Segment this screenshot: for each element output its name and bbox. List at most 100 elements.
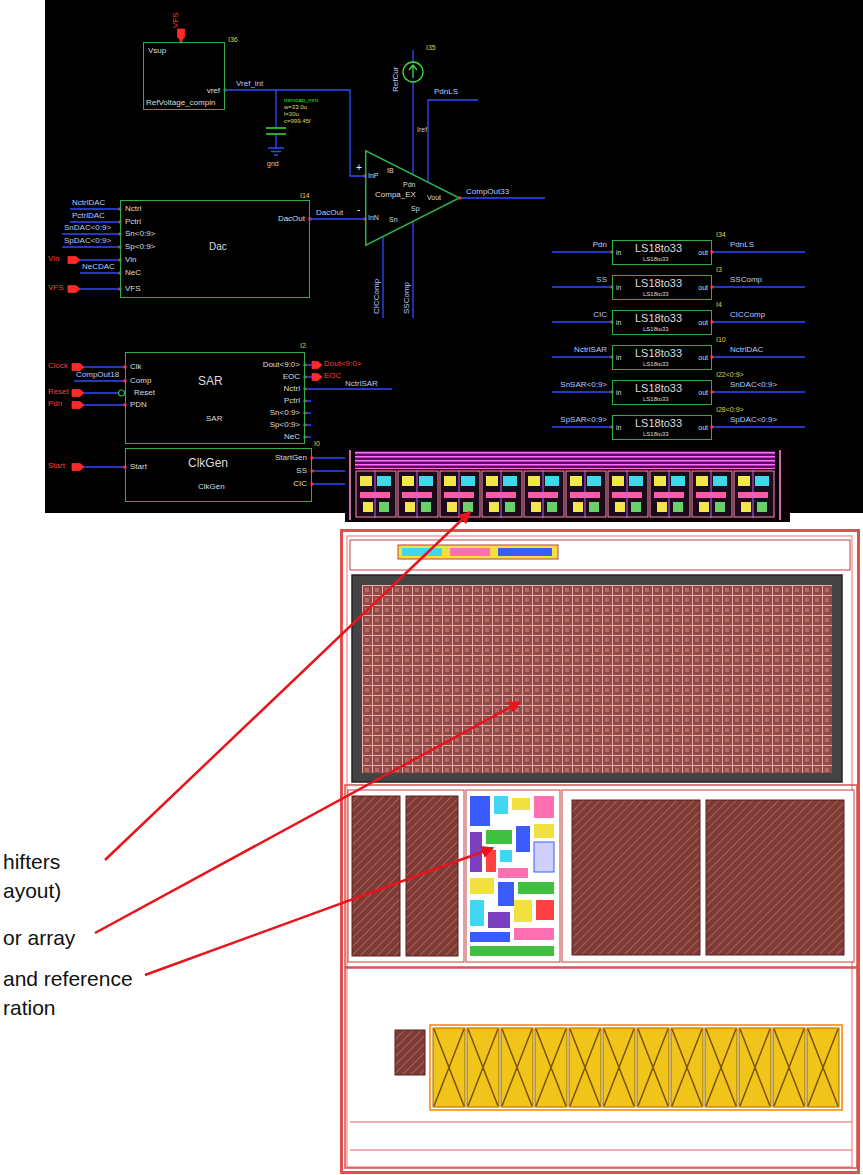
net-label: SnSAR<0:9> [560, 381, 607, 390]
layout-block [572, 800, 700, 955]
pin-symbol [68, 286, 80, 293]
callout-arrow [95, 512, 520, 975]
current-source-symbol [403, 62, 423, 82]
net-label: Vref_int [236, 80, 263, 89]
symbol-text: DacOut [278, 215, 305, 224]
symbol-text: in [616, 284, 621, 292]
cell-name: LS18to33 [635, 417, 682, 429]
net-label: CIC [593, 311, 607, 320]
pin-symbol [68, 257, 80, 264]
net-label: SpDAC<0:9> [64, 237, 111, 246]
callout-arrow [145, 848, 493, 975]
instance-box: NctrlDacOutPctrlSn<0:9>Sp<0:9>DacVinNeCV… [120, 200, 310, 298]
symbol-text: ClkGen [198, 483, 225, 492]
symbol-text: LS18to33 [643, 431, 669, 438]
layout-block [345, 785, 857, 967]
pin-label: Reset [48, 388, 69, 397]
instance-box: inLS18to33LS18to33out [612, 275, 712, 300]
polarity-sign: - [357, 204, 360, 215]
layout-pads [430, 1025, 842, 1110]
symbol-text: Sn<0:9> [270, 409, 300, 418]
symbol-text: Vsup [148, 47, 166, 56]
pin-symbol [72, 390, 84, 397]
layout-pads [345, 968, 857, 1168]
symbol-text: in [616, 249, 621, 257]
net-label: SSComp [730, 276, 762, 285]
pin-symbol [312, 374, 322, 381]
inverter-bubble [119, 390, 125, 396]
layout-comparator-reference [470, 946, 554, 956]
wire [62, 40, 805, 484]
layout-frame [342, 531, 859, 1173]
symbol-text: IB [387, 167, 394, 175]
layout-comparator-reference [512, 798, 530, 810]
layout-comparator-reference [470, 932, 510, 942]
symbol-text: out [698, 319, 708, 327]
symbol-text: Compa_EX [375, 191, 416, 200]
layout-comparator-reference [486, 830, 512, 844]
ground-label: gnd [267, 160, 279, 168]
device-model: mimcap_mm [284, 97, 318, 104]
cell-name: LS18to33 [635, 347, 682, 359]
layout-level-shifters [350, 450, 780, 520]
instance-box: StartClkGenStartGenSSCICClkGen [125, 448, 312, 502]
net-label: NctrlSAR [345, 380, 378, 389]
callout-text: ration [3, 996, 56, 1019]
layout-capacitor-array [352, 575, 842, 782]
net-label: RefCur [392, 67, 401, 92]
instance-name: I14 [300, 192, 310, 200]
wire-connector [225, 90, 365, 176]
layout-comparator-reference [498, 868, 528, 878]
cell-name: LS18to33 [635, 277, 682, 289]
symbol-text: Sp<0:9> [270, 421, 300, 430]
instance-name: I2 [300, 342, 306, 350]
symbol-text: StartGen [275, 454, 307, 463]
inverter-bubble [119, 390, 125, 396]
layout-block [345, 785, 857, 967]
symbol-text: LS18to33 [643, 396, 669, 403]
callout-text: or array [3, 926, 75, 949]
layout-comparator-reference [470, 878, 494, 894]
symbol-text: out [698, 249, 708, 257]
layout-comparator-reference [516, 826, 530, 852]
instance-name: I3 [716, 266, 722, 274]
layout-level-shifters [355, 470, 775, 518]
net-label: SSComp [403, 282, 412, 314]
callout-arrow [95, 702, 520, 933]
symbol-text: out [698, 284, 708, 292]
cell-name: LS18to33 [635, 382, 682, 394]
symbol-text: InP [368, 172, 379, 180]
pin-label: Vin [48, 255, 59, 264]
instance-box: VsupvrefRefVoltage_compin [143, 42, 225, 110]
symbol-text: Dout<9:0> [263, 361, 300, 370]
instance-name: I28<0:9> [716, 406, 744, 414]
cell-name: LS18to33 [635, 242, 682, 254]
symbol-text: LS18to33 [643, 361, 669, 368]
symbol-text: LS18to33 [643, 291, 669, 298]
pin-symbol [72, 402, 84, 409]
instance-name: I34 [716, 231, 726, 239]
layout-comparator-reference [498, 882, 514, 906]
net-label: SnDAC<0:9> [64, 224, 111, 233]
symbol-text: LS18to33 [643, 326, 669, 333]
layout-comparator-reference [514, 900, 532, 922]
layout-comparator-reference [470, 796, 490, 826]
pin-symbol [178, 29, 185, 41]
net-label: NctrlDAC [72, 199, 105, 208]
pin-label: VFS [172, 12, 181, 28]
instance-name: I35 [426, 44, 436, 52]
current-source-symbol [409, 65, 417, 78]
layout-level-shifters [345, 448, 790, 522]
current-source-symbol [403, 62, 423, 82]
symbol-text: Reset [134, 389, 155, 398]
symbol-text: in [616, 424, 621, 432]
cell-name: ClkGen [188, 457, 228, 470]
net-label: CompOut18 [76, 371, 119, 380]
layout-comparator-reference [488, 912, 510, 928]
layout-capacitor-array [352, 575, 842, 782]
symbol-text: InN [368, 214, 379, 222]
symbol-text: Vout [427, 194, 441, 202]
instance-box: inLS18to33LS18to33out [612, 310, 712, 335]
device-parameter: c=999.45f [284, 118, 311, 125]
